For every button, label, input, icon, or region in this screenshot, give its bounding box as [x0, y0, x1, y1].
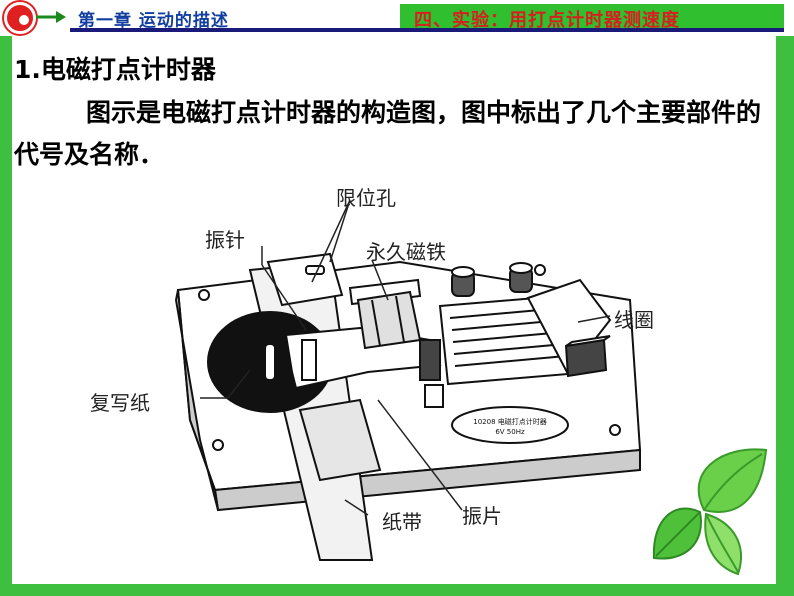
description-text: 图示是电磁打点计时器的构造图，图中标出了几个主要部件的代号及名称． [14, 98, 762, 169]
section-title: 四、实验：用打点计时器测速度 [414, 10, 680, 31]
bottom-frame-border [0, 584, 794, 596]
label-vibration-plate: 振片 [462, 504, 502, 528]
right-frame-border [776, 0, 794, 596]
chapter-title: 第一章 运动的描述 [78, 11, 229, 31]
ring-logo-icon [4, 2, 36, 34]
coil [438, 278, 612, 386]
label-coil: 线圈 [614, 308, 654, 332]
svg-text:6V 50Hz: 6V 50Hz [495, 428, 525, 436]
label-limit-hole: 限位孔 [336, 186, 396, 210]
end-block [564, 335, 611, 378]
header-section-band [400, 4, 784, 32]
header-bar: 第一章 运动的描述 四、实验：用打点计时器测速度 [0, 0, 794, 36]
nameplate: 10208 电磁打点计时器 6V 50Hz [451, 406, 569, 444]
label-carbon-paper: 复写纸 [90, 391, 150, 415]
label-vibration-needle: 振针 [205, 228, 245, 252]
terminals [451, 262, 533, 297]
page-title: 1.电磁打点计时器 [14, 55, 216, 84]
svg-text:10208 电磁打点计时器: 10208 电磁打点计时器 [473, 417, 547, 426]
label-paper-tape: 纸带 [382, 510, 422, 534]
label-permanent-magnet: 永久磁铁 [366, 240, 446, 264]
left-frame-border [0, 0, 12, 596]
arrow-right-icon [36, 11, 66, 23]
leaf-decoration-icon [652, 448, 768, 576]
screw-holes [198, 264, 621, 451]
limit-plate [266, 252, 344, 307]
